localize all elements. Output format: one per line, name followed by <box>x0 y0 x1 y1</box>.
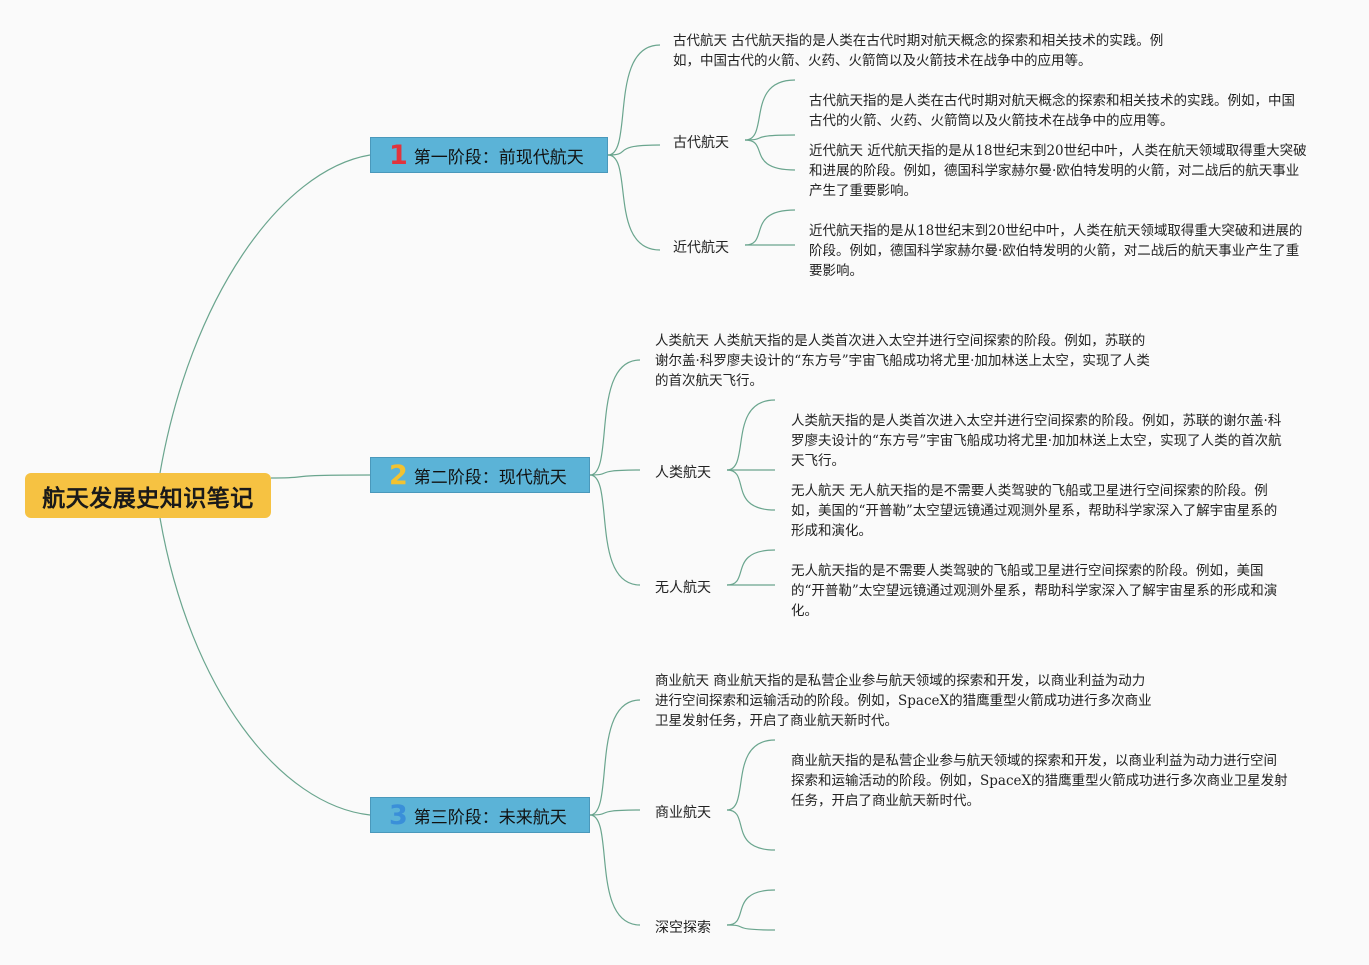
connector-modern-era-note-1 <box>744 209 796 246</box>
connector-deep-space-1b <box>726 924 776 931</box>
stage-1-summary: 古代航天 古代航天指的是人类在古代时期对航天概念的探索和相关技术的实践。例如，中… <box>673 33 1164 69</box>
subtopic-commercial[interactable]: 商业航天 <box>655 805 711 821</box>
connector-stage-3-commercial <box>589 809 641 816</box>
stage-number-badge: 1 <box>389 139 408 171</box>
connector-root-stage-3 <box>159 517 371 816</box>
note-ancient-1: 古代航天指的是人类在古代时期对航天概念的探索和相关技术的实践。例如，中国古代的火… <box>809 93 1295 129</box>
note-commercial-1: 商业航天指的是私营企业参与航天领域的探索和开发，以商业利益为动力进行空间探索和运… <box>791 753 1288 809</box>
note-human-2: 无人航天 无人航天指的是不需要人类驾驶的飞船或卫星进行空间探索的阶段。例如，美国… <box>791 483 1278 539</box>
note-unmanned-1: 无人航天指的是不需要人类驾驶的飞船或卫星进行空间探索的阶段。例如，美国的“开普勒… <box>791 563 1278 619</box>
stage-number-badge: 3 <box>389 799 408 831</box>
connector-ancient-note-2 <box>744 139 796 171</box>
stage-3-node[interactable]: 3 第三阶段：未来航天 <box>370 797 590 833</box>
connector-commercial-note-1b <box>726 809 776 851</box>
subtopic-ancient[interactable]: 古代航天 <box>673 135 729 151</box>
connector-unmanned-note-1 <box>726 549 776 586</box>
stage-2-summary: 人类航天 人类航天指的是人类首次进入太空并进行空间探索的阶段。例如，苏联的谢尔盖… <box>655 333 1150 389</box>
connector-human-note-1 <box>726 399 776 471</box>
connector-stage-1-modern-era <box>607 154 661 251</box>
subtopic-deep-space[interactable]: 深空探索 <box>655 920 711 936</box>
note-modern-era-1: 近代航天指的是从18世纪末到20世纪中叶，人类在航天领域取得重大突破和进展的阶段… <box>809 223 1303 279</box>
connector-stage-2-human <box>589 469 641 476</box>
stage-label: 第二阶段：现代航天 <box>413 467 567 488</box>
connector-stage-1-summary <box>607 44 661 156</box>
stage-label: 第一阶段：前现代航天 <box>413 147 584 168</box>
connector-stage-2-summary <box>589 359 641 476</box>
connector-ancient-note-1 <box>744 79 796 141</box>
stage-label: 第三阶段：未来航天 <box>413 807 567 828</box>
connector-root-stage-1 <box>159 154 371 474</box>
connector-ancient-note-1b <box>744 134 796 141</box>
root-topic[interactable]: 航天发展史知识笔记 <box>25 473 271 518</box>
connector-commercial-note-1 <box>726 739 776 811</box>
connector-stage-3-summary <box>589 699 641 816</box>
stage-number-badge: 2 <box>389 459 408 491</box>
connector-stage-1-ancient <box>607 144 661 156</box>
stage-3-summary: 商业航天 商业航天指的是私营企业参与航天领域的探索和开发，以商业利益为动力进行空… <box>655 673 1152 729</box>
note-human-1: 人类航天指的是人类首次进入太空并进行空间探索的阶段。例如，苏联的谢尔盖·科罗廖夫… <box>791 413 1282 469</box>
connector-root-stage-2 <box>270 474 371 479</box>
connector-human-note-2 <box>726 469 776 511</box>
stage-2-node[interactable]: 2 第二阶段：现代航天 <box>370 457 590 493</box>
connector-stage-3-deep-space <box>589 814 641 926</box>
connector-stage-2-unmanned <box>589 474 641 586</box>
subtopic-unmanned[interactable]: 无人航天 <box>655 580 711 596</box>
note-ancient-2: 近代航天 近代航天指的是从18世纪末到20世纪中叶，人类在航天领域取得重大突破和… <box>809 143 1307 199</box>
subtopic-human[interactable]: 人类航天 <box>655 465 711 481</box>
subtopic-modern-era[interactable]: 近代航天 <box>673 240 729 256</box>
stage-1-node[interactable]: 1 第一阶段：前现代航天 <box>370 137 608 173</box>
connector-deep-space-1 <box>726 889 776 926</box>
